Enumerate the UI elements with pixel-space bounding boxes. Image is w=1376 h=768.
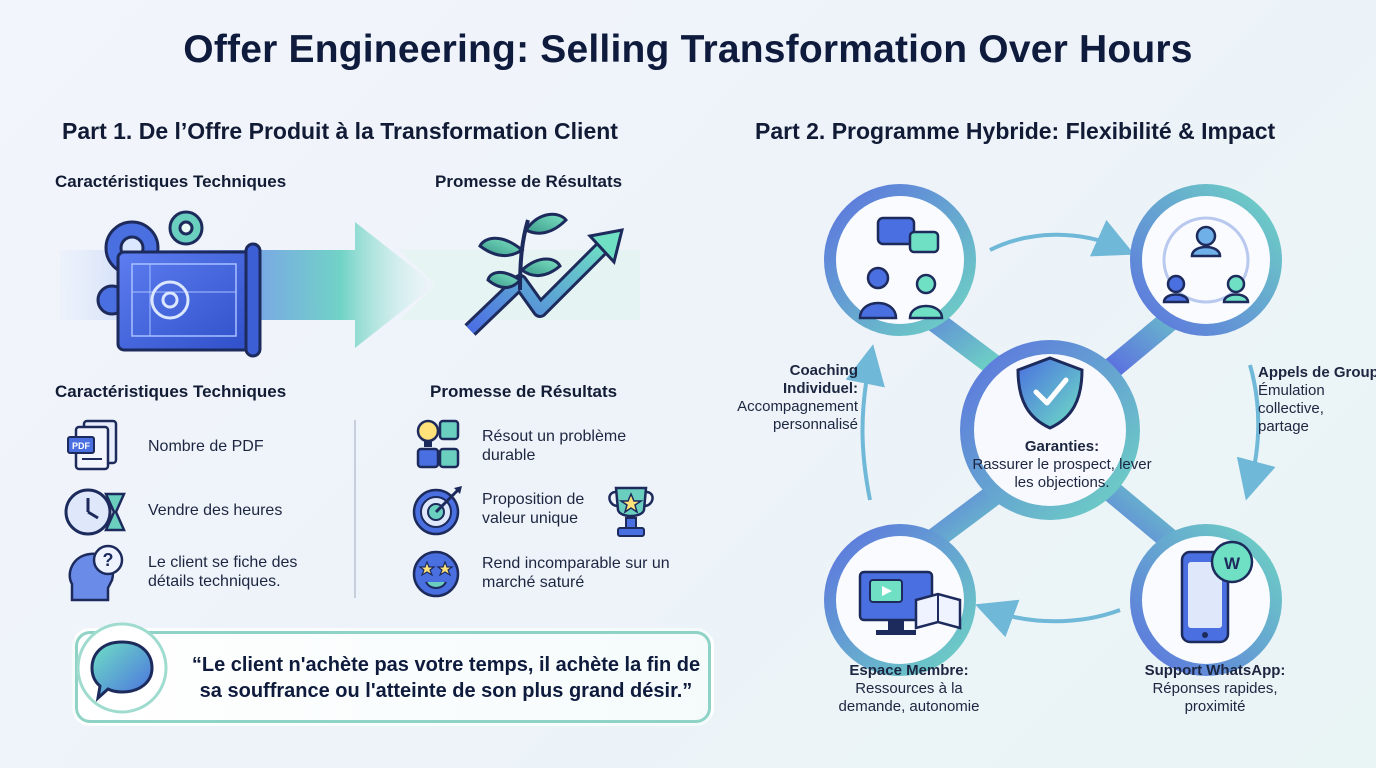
coaching-title: Coaching Individuel: <box>783 362 858 397</box>
technical-features-heading-top: Caractéristiques Techniques <box>55 172 287 191</box>
list-item-text: Nombre de PDF <box>148 438 264 455</box>
member-space-title: Espace Membre: <box>849 662 969 679</box>
whatsapp-title: Support WhatsApp: <box>1144 662 1286 679</box>
coaching-people-icon <box>858 216 944 320</box>
whatsapp-text: Réponses rapides, proximité <box>1152 680 1278 715</box>
center-guarantees-label: Garanties: Rassurer le prospect, lever l… <box>972 438 1152 492</box>
list-item-text: Rend incomparable sur un marché saturé <box>482 555 670 591</box>
svg-text:W: W <box>1224 554 1241 573</box>
svg-text:?: ? <box>103 550 114 570</box>
whatsapp-label: Support WhatsApp: Réponses rapides, prox… <box>1130 662 1300 716</box>
member-space-icon <box>858 570 962 635</box>
member-space-label: Espace Membre: Ressources à la demande, … <box>824 662 994 716</box>
group-calls-icon <box>1162 216 1250 304</box>
list-item-text: Vendre des heures <box>148 502 283 519</box>
member-space-text: Ressources à la demande, autonomie <box>838 680 980 715</box>
page-title: Offer Engineering: Selling Transformatio… <box>183 28 1193 71</box>
shield-check-icon <box>1016 356 1084 430</box>
list-item-text: Proposition de valeur unique <box>482 491 585 527</box>
technical-features-heading: Caractéristiques Techniques <box>55 382 287 401</box>
group-calls-title: Appels de Group <box>1258 364 1376 381</box>
part1-title: Part 1. De l’Offre Produit à la Transfor… <box>62 118 618 144</box>
transformation-illustration <box>60 210 640 358</box>
clock-hourglass-icon <box>62 482 128 542</box>
part2-title: Part 2. Programme Hybride: Flexibilité &… <box>755 118 1276 144</box>
column-divider <box>354 420 356 598</box>
growth-plant-icon <box>464 212 625 336</box>
svg-text:PDF: PDF <box>72 441 91 451</box>
lightbulb-puzzle-icon <box>410 415 466 471</box>
quote-text: “Le client n'achète pas votre temps, il … <box>191 654 701 702</box>
guarantees-text: Rassurer le prospect, lever les objectio… <box>972 456 1152 491</box>
group-calls-text: Émulation collective, partage <box>1258 382 1325 435</box>
quote-box <box>72 628 714 726</box>
list-item-text: Le client se fiche des détails technique… <box>148 554 298 590</box>
star-eyes-icon <box>410 546 466 602</box>
whatsapp-phone-icon: W <box>1180 540 1254 644</box>
trophy-icon <box>604 482 658 540</box>
pdf-documents-icon: PDF <box>62 415 122 475</box>
list-item-text: Résout un problème durable <box>482 428 627 464</box>
results-promise-heading: Promesse de Résultats <box>430 382 618 401</box>
hybrid-program-diagram: W <box>824 184 1282 676</box>
coaching-text: Accompagnement personnalisé <box>737 398 858 433</box>
blueprint-icon <box>116 242 262 358</box>
head-question-icon: ? <box>64 544 126 604</box>
speech-bubble-icon <box>76 622 168 714</box>
group-calls-label: Appels de Group Émulation collective, pa… <box>1258 364 1376 436</box>
coaching-label: Coaching Individuel: Accompagnement pers… <box>716 362 858 434</box>
target-icon <box>410 482 466 538</box>
results-promise-heading-top: Promesse de Résultats <box>435 172 623 191</box>
guarantees-title: Garanties: <box>1024 438 1100 455</box>
